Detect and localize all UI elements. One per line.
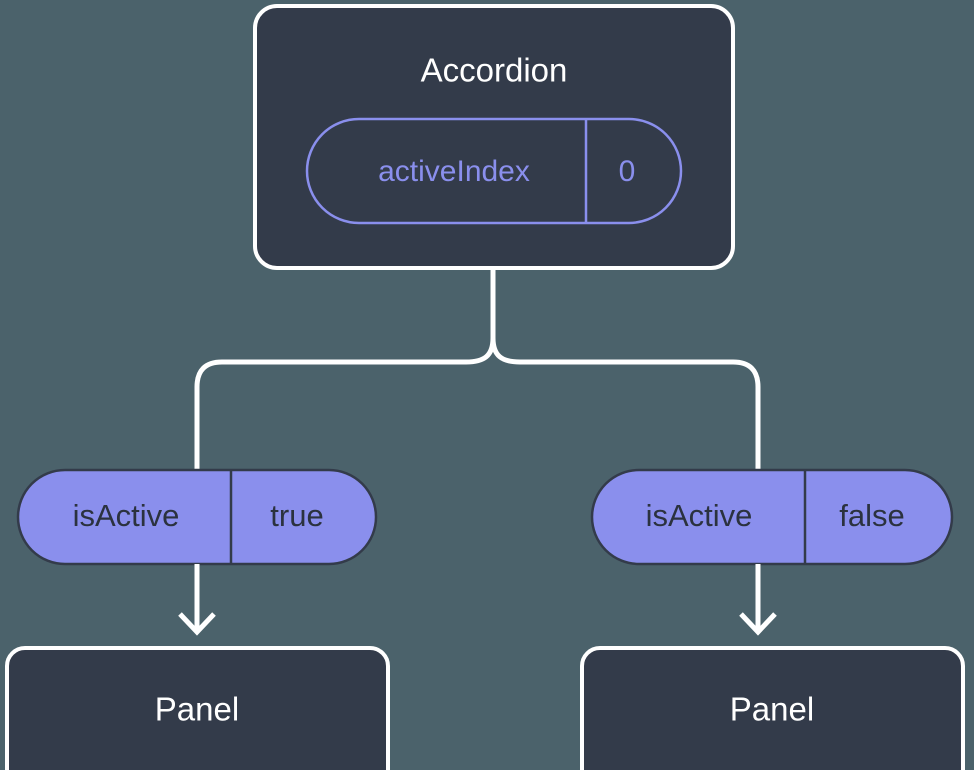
left-panel-box-border	[5, 646, 390, 770]
arrow-left-pill-to-panel	[178, 564, 216, 636]
connector-cusp-right	[490, 337, 733, 365]
accordion-title: Accordion	[421, 52, 568, 89]
connector-cusp-left	[222, 337, 496, 365]
left-panel-box-fill	[7, 648, 388, 770]
state-pill-active-index[interactable]: activeIndex 0	[305, 117, 683, 225]
active-index-key: activeIndex	[378, 155, 530, 188]
left-pill-key: isActive	[73, 498, 180, 533]
right-panel-box-border	[580, 646, 965, 770]
accordion-box-fill	[255, 6, 733, 268]
left-arrow-head-icon	[178, 612, 216, 636]
right-pill-key: isActive	[646, 498, 753, 533]
right-pill-value: false	[839, 498, 904, 533]
connector-branch-right	[732, 359, 761, 470]
connector-tree-fork	[194, 268, 761, 470]
active-index-value: 0	[619, 155, 636, 188]
prop-pill-is-active-false[interactable]: isActive false	[590, 468, 954, 566]
connector-branch-left	[194, 359, 223, 470]
right-panel-title: Panel	[730, 691, 814, 728]
right-panel-box-fill	[582, 648, 963, 770]
node-accordion[interactable]: Accordion activeIndex 0	[253, 4, 735, 270]
prop-pill-is-active-true[interactable]: isActive true	[16, 468, 378, 566]
left-panel-title: Panel	[155, 691, 239, 728]
left-pill-value: true	[270, 498, 323, 533]
node-panel-left[interactable]: Panel	[5, 646, 390, 770]
active-index-pill-outline	[305, 117, 683, 225]
accordion-box-border	[253, 4, 735, 270]
right-arrow-head-icon	[739, 612, 777, 636]
right-pill-background	[590, 468, 954, 566]
node-panel-right[interactable]: Panel	[580, 646, 965, 770]
arrow-right-pill-to-panel	[739, 564, 777, 636]
